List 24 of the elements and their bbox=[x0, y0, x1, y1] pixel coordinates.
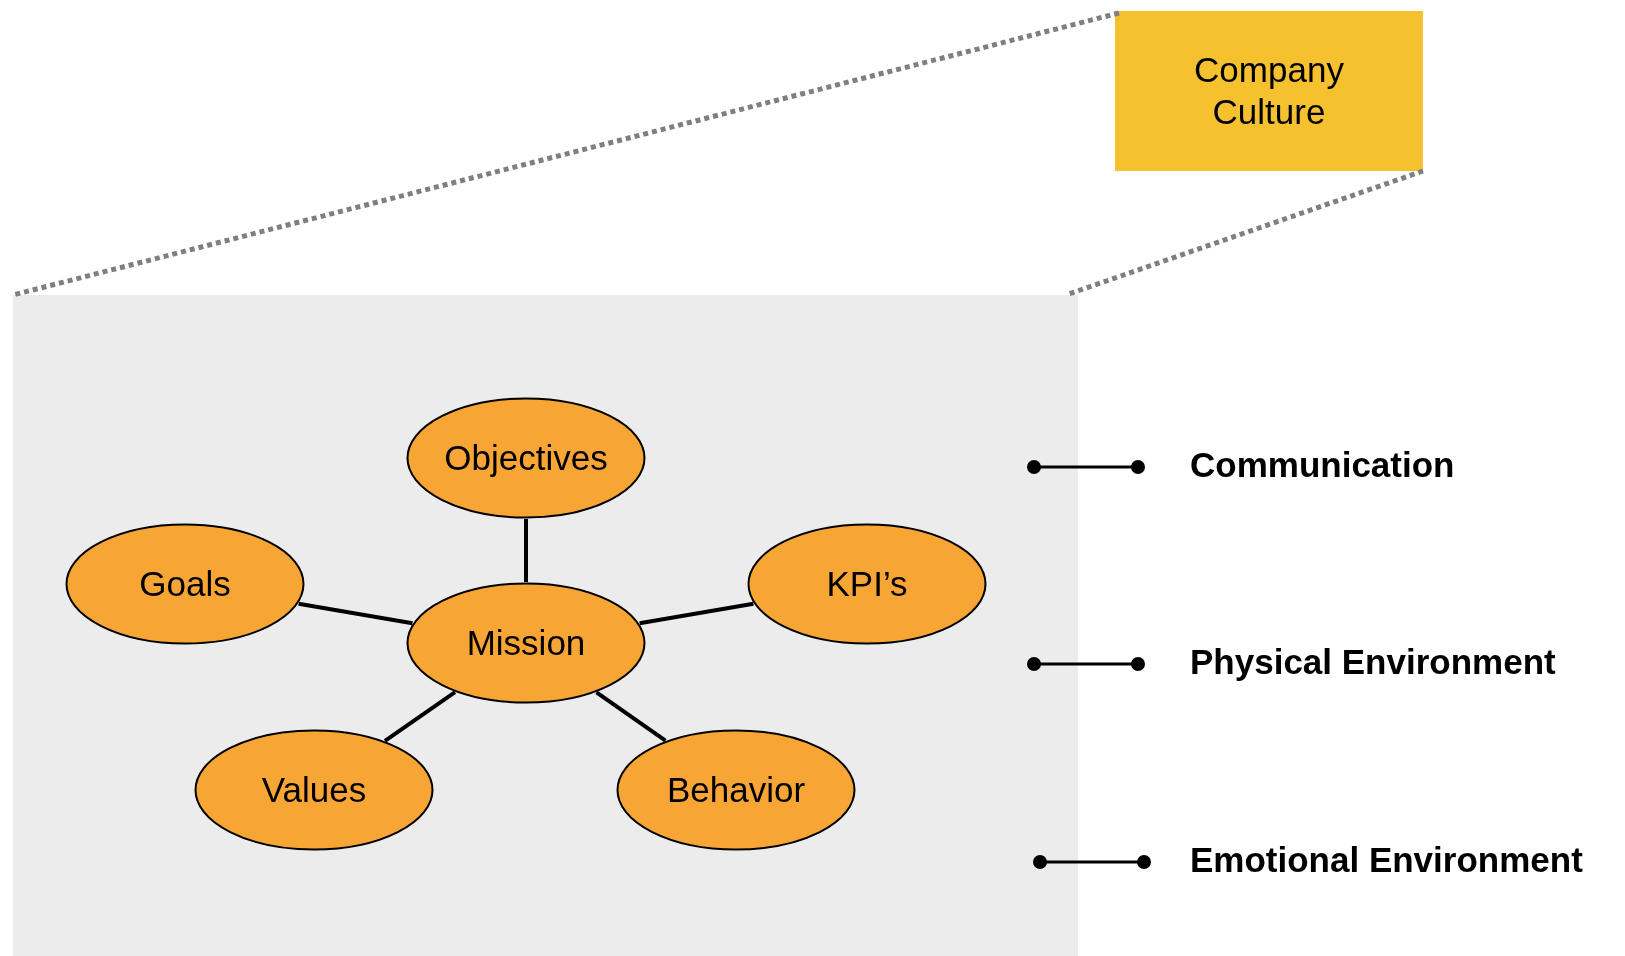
dotted-line bbox=[12, 10, 1120, 298]
label-text: Emotional Environment bbox=[1190, 840, 1583, 880]
connector-line bbox=[524, 519, 528, 582]
ellipse-node bbox=[616, 729, 856, 851]
ellipse-node bbox=[194, 729, 434, 851]
ellipse-node bbox=[406, 582, 646, 704]
connector-line bbox=[383, 690, 457, 743]
connector-line bbox=[639, 601, 754, 626]
node-label: Goals bbox=[139, 563, 231, 605]
node-label: Behavior bbox=[666, 769, 806, 811]
label-text: Communication bbox=[1190, 445, 1455, 485]
node-label: Objectives bbox=[444, 437, 608, 479]
node-label: KPI’s bbox=[826, 563, 908, 605]
ellipse-node bbox=[65, 523, 305, 645]
ellipse-node bbox=[406, 397, 646, 519]
node-label: Company Culture bbox=[1193, 49, 1345, 133]
node-label: Mission bbox=[466, 622, 586, 664]
label-text: Physical Environment bbox=[1190, 642, 1556, 682]
node-label: Values bbox=[261, 769, 367, 811]
process-box bbox=[1115, 11, 1423, 171]
zoom-panel bbox=[13, 295, 1078, 956]
connector-line bbox=[595, 690, 667, 743]
connector-line bbox=[298, 601, 413, 626]
ellipse-node bbox=[747, 523, 987, 645]
